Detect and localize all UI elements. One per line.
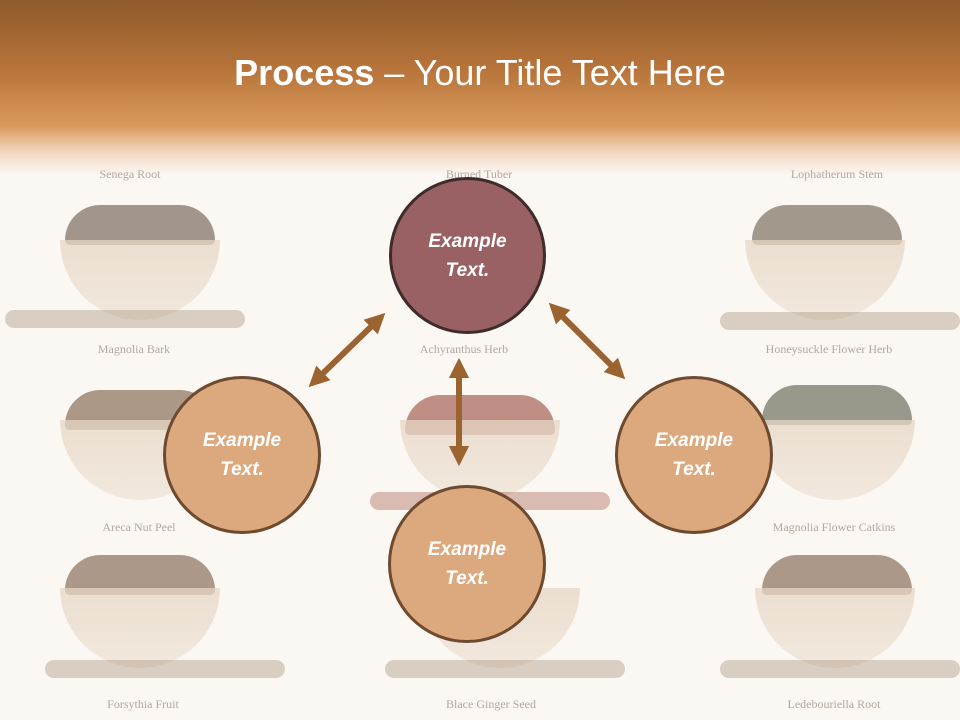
herb-scatter-decoration xyxy=(720,312,960,330)
bg-label-magnolia-bark: Magnolia Bark xyxy=(97,342,171,356)
process-node-right: Example Text. xyxy=(615,376,773,534)
herb-scatter-decoration xyxy=(45,660,285,678)
herb-heap-decoration xyxy=(65,205,215,245)
herb-scatter-decoration xyxy=(385,660,625,678)
bg-label-blace-ginger-seed: Blace Ginger Seed xyxy=(446,697,536,711)
node-text: Example Text. xyxy=(202,430,282,480)
slide-title: Process – Your Title Text Here xyxy=(0,52,960,94)
bg-label-lophatherum-stem: Lophatherum Stem xyxy=(790,167,884,181)
bg-label-forsythia-fruit: Forsythia Fruit xyxy=(107,697,179,711)
bg-label-magnolia-flower-catkins: Magnolia Flower Catkins xyxy=(772,520,896,534)
node-text: Example Text. xyxy=(654,430,734,480)
bg-label-senega-root: Senega Root xyxy=(99,167,161,181)
bg-label-achyranthus-herb: Achyranthus Herb xyxy=(419,342,509,356)
herb-heap-decoration xyxy=(762,385,912,425)
bg-label-areca-nut-peel: Areca Nut Peel xyxy=(102,520,176,534)
process-node-bottom: Example Text. xyxy=(388,485,546,643)
title-bold: Process xyxy=(234,52,375,93)
arrow-top-left xyxy=(308,312,386,388)
title-rest: Your Title Text Here xyxy=(413,52,726,93)
bg-label-honeysuckle-flower-herb: Honeysuckle Flower Herb xyxy=(765,342,893,356)
arrow-top-right xyxy=(548,302,626,380)
node-text: Example Text. xyxy=(428,230,507,281)
bg-label-ledebouriella-root: Ledebouriella Root xyxy=(787,697,881,711)
herb-heap-decoration xyxy=(752,205,902,245)
header-band xyxy=(0,0,960,175)
title-separator: – xyxy=(374,52,414,93)
herb-scatter-decoration xyxy=(720,660,960,678)
process-node-top: Example Text. xyxy=(389,177,546,334)
herb-scatter-decoration xyxy=(5,310,245,328)
process-node-left: Example Text. xyxy=(163,376,321,534)
node-text: Example Text. xyxy=(427,539,507,589)
